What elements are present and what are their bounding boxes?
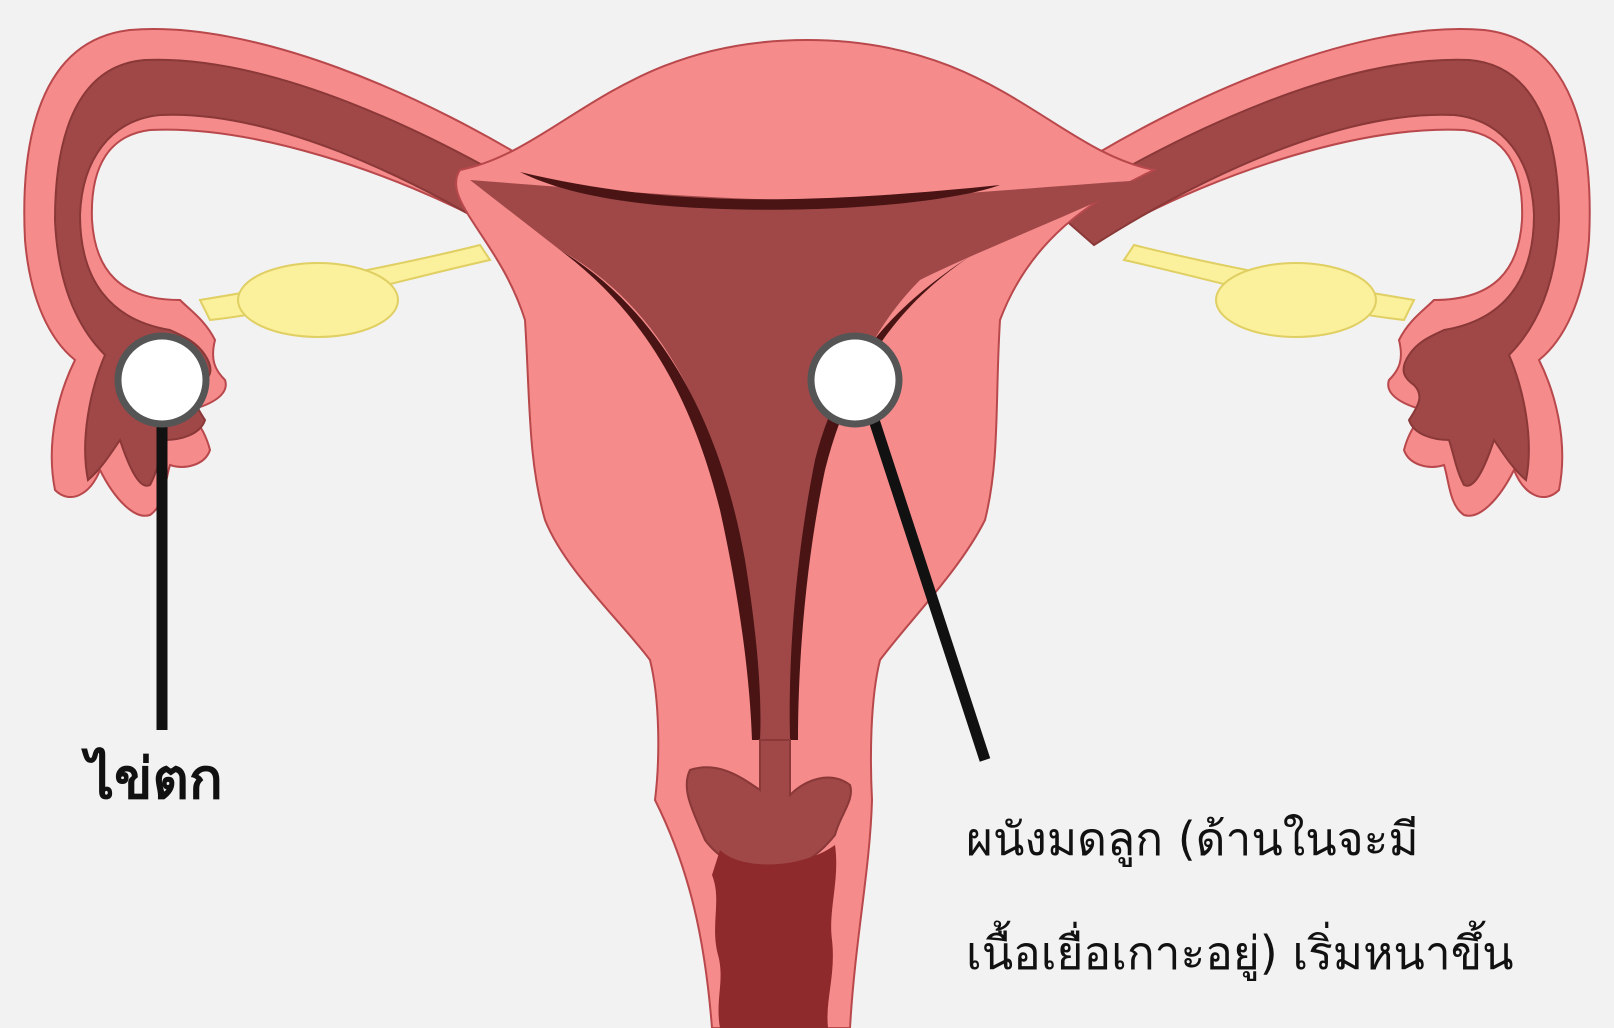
vaginal-canal [712, 845, 836, 1028]
egg-icon [811, 336, 899, 424]
egg-icon [118, 336, 206, 424]
uterine-wall-label-line1: ผนังมดลูก (ด้านในจะมี [966, 816, 1419, 862]
uterine-wall-label-line2: เนื้อเยื่อเกาะอยู่) เริ่มหนาขึ้น [966, 930, 1514, 976]
left-ovary [238, 263, 398, 337]
ovulation-label: ไข่ตก [86, 752, 223, 808]
right-ovary [1216, 263, 1376, 337]
